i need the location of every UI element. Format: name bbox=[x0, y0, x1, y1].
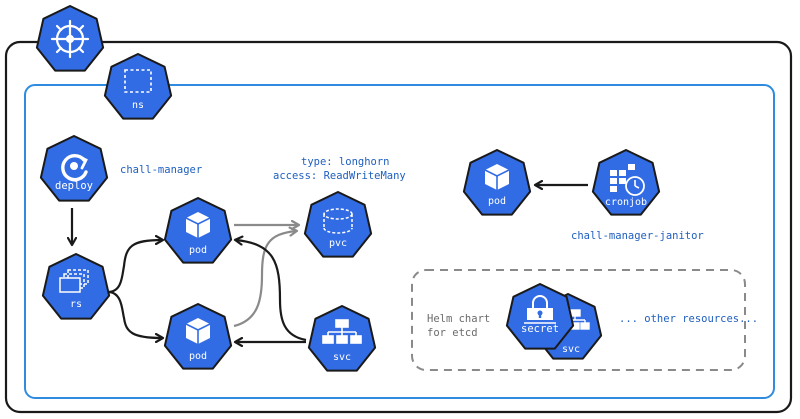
pvc-type-label: type: longhorn bbox=[301, 156, 390, 168]
rs-node bbox=[41, 253, 111, 320]
kubernetes-helm-wheel-icon bbox=[50, 19, 90, 59]
cronjob-label: cronjob bbox=[604, 197, 648, 208]
chall-manager-label: chall-manager bbox=[120, 164, 203, 176]
svc-label: svc bbox=[332, 352, 352, 363]
cluster-boundary bbox=[4, 40, 793, 414]
secret-label: secret bbox=[521, 323, 559, 335]
deploy-label: deploy bbox=[55, 180, 93, 192]
secret-lock-icon bbox=[524, 295, 556, 324]
pod-bottom-label: pod bbox=[188, 351, 208, 362]
namespace-dashed-square-icon bbox=[124, 69, 152, 93]
pod-cube-icon bbox=[484, 164, 510, 190]
other-resources-label: ... other resources... bbox=[619, 313, 759, 325]
service-network-tree-icon bbox=[322, 319, 362, 344]
rs-label: rs bbox=[69, 299, 83, 310]
ns-node bbox=[103, 53, 173, 120]
arrow-pod-bottom-to-pvc bbox=[233, 231, 296, 328]
connections bbox=[72, 185, 588, 342]
pod-top-node bbox=[163, 197, 233, 264]
cluster-node bbox=[35, 5, 105, 72]
arrow-svc-to-pod-top bbox=[236, 240, 307, 342]
svc-node bbox=[307, 305, 377, 372]
replicaset-stacked-boxes-icon bbox=[59, 269, 89, 293]
cronjob-node bbox=[591, 149, 661, 216]
janitor-label: chall-manager-janitor bbox=[571, 230, 704, 242]
pod-bottom-node bbox=[163, 303, 233, 370]
pod-janitor-label: pod bbox=[487, 196, 507, 207]
pod-top-label: pod bbox=[188, 245, 208, 256]
pod-cube-icon bbox=[185, 318, 211, 344]
arrow-rs-to-pod-top bbox=[107, 240, 162, 294]
pod-janitor-node bbox=[462, 149, 532, 216]
pod-cube-icon bbox=[185, 212, 211, 238]
pvc-cylinder-icon bbox=[323, 208, 353, 234]
pvc-label: pvc bbox=[328, 238, 348, 249]
deploy-node bbox=[39, 135, 109, 202]
namespace-boundary bbox=[24, 84, 775, 399]
helm-chart-label-line2: for etcd bbox=[427, 327, 478, 339]
svc-helm-label: svc bbox=[561, 344, 581, 355]
secret-node bbox=[505, 283, 575, 350]
helm-chart-label-line1: Helm chart bbox=[427, 313, 491, 325]
pvc-access-label: access: ReadWriteMany bbox=[273, 170, 406, 182]
arrow-rs-to-pod-bottom bbox=[107, 290, 162, 338]
cronjob-grid-clock-icon bbox=[610, 164, 645, 196]
ns-label: ns bbox=[131, 100, 145, 111]
deploy-circular-arrow-icon bbox=[61, 154, 88, 182]
pvc-node bbox=[303, 191, 373, 258]
